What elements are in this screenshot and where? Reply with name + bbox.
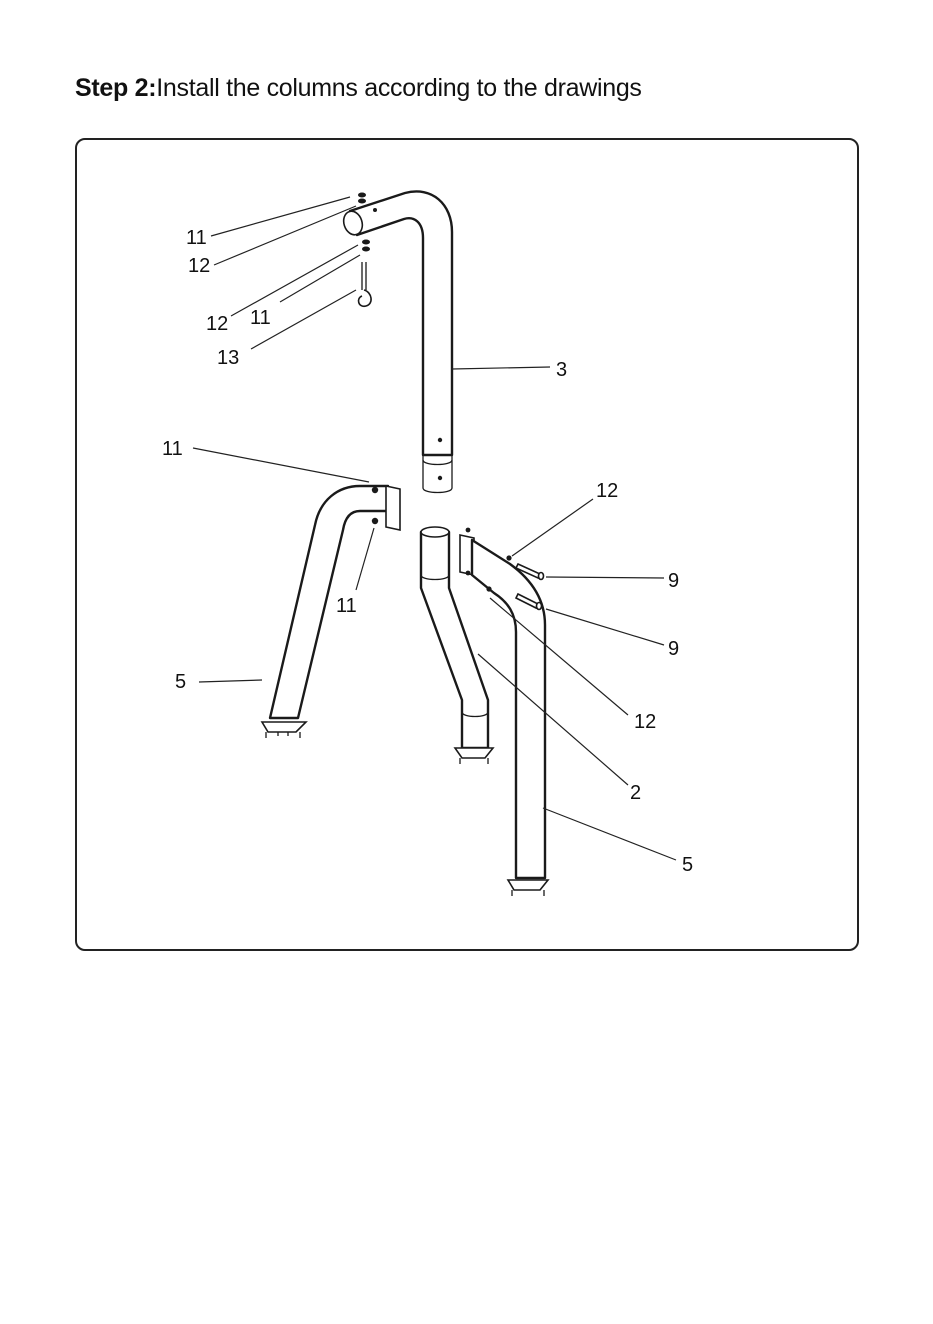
callout-12-top: 12 <box>188 255 210 277</box>
callout-9-lower: 9 <box>668 638 679 660</box>
callout-12-hook: 12 <box>206 313 228 335</box>
hook-part-13 <box>359 262 372 306</box>
callout-12-right-lower: 12 <box>634 711 656 733</box>
callout-11-hook: 11 <box>250 307 271 329</box>
callout-5-left: 5 <box>175 671 186 693</box>
tube-part-3 <box>341 191 452 492</box>
callout-5-right: 5 <box>682 854 693 876</box>
callout-2: 2 <box>630 782 641 804</box>
callout-11-left-lower: 11 <box>336 595 357 617</box>
callout-13: 13 <box>217 347 239 369</box>
callout-3: 3 <box>556 359 567 381</box>
callout-12-right-upper: 12 <box>596 480 618 502</box>
callout-9-upper: 9 <box>668 570 679 592</box>
callout-11-top: 11 <box>186 227 207 249</box>
tube-part-5-left <box>262 486 400 738</box>
callout-11-left-upper: 11 <box>162 438 183 460</box>
